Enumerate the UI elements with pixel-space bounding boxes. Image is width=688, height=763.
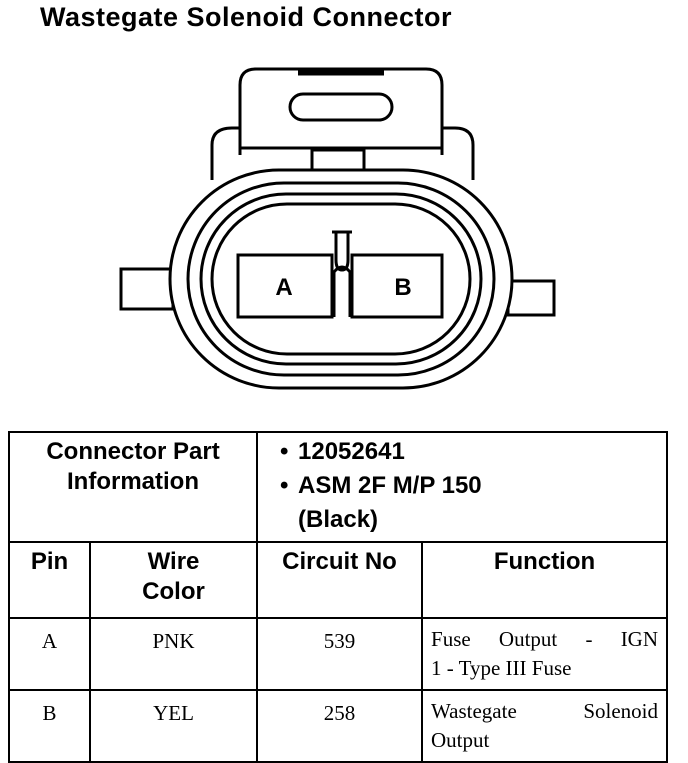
connector-latch — [238, 67, 444, 155]
pin-cell: A — [8, 617, 91, 691]
column-header-circuit-no: Circuit No — [256, 541, 424, 619]
part-info-label: Connector Part Information — [7, 431, 259, 543]
pin-label-a: A — [275, 274, 292, 301]
column-header-pin: Pin — [8, 541, 91, 619]
circuit-no-cell: 539 — [256, 617, 424, 691]
function-cell: Fuse Output - IGN 1 - Type III Fuse — [421, 617, 669, 691]
connector-info-table: Connector Part Information •12052641 •AS… — [7, 431, 669, 763]
right-tab — [506, 279, 556, 317]
column-header-function: Function — [421, 541, 669, 619]
assembly-number: •ASM 2F M/P 150 — [280, 472, 482, 499]
part-info-values: •12052641 •ASM 2F M/P 150 (Black) — [256, 431, 669, 543]
diagram-title: Wastegate Solenoid Connector — [40, 2, 453, 32]
table-row: B YEL 258 Wastegate Solenoid Output — [8, 689, 669, 763]
part-number: •12052641 — [280, 438, 405, 465]
wire-color-cell: PNK — [88, 617, 259, 691]
left-tab — [119, 267, 175, 311]
pin-label-b: B — [394, 274, 411, 301]
column-header-wire-color: Wire Color — [88, 541, 259, 619]
wire-color-cell: YEL — [88, 689, 259, 763]
pin-cell: B — [8, 689, 91, 763]
function-cell: Wastegate Solenoid Output — [421, 689, 669, 763]
table-row: A PNK 539 Fuse Output - IGN 1 - Type III… — [8, 617, 669, 691]
connector-outer-ring — [168, 168, 514, 390]
connector-color: (Black) — [298, 506, 379, 533]
connector-drawing: A B — [119, 67, 556, 390]
pin-cavity-b — [350, 253, 444, 319]
pin-cavity-a — [236, 253, 334, 319]
part-info-row: Connector Part Information •12052641 •AS… — [7, 431, 669, 543]
column-header-row: Pin Wire Color Circuit No Function — [8, 541, 669, 619]
latch-slot — [288, 92, 394, 122]
circuit-no-cell: 258 — [256, 689, 424, 763]
